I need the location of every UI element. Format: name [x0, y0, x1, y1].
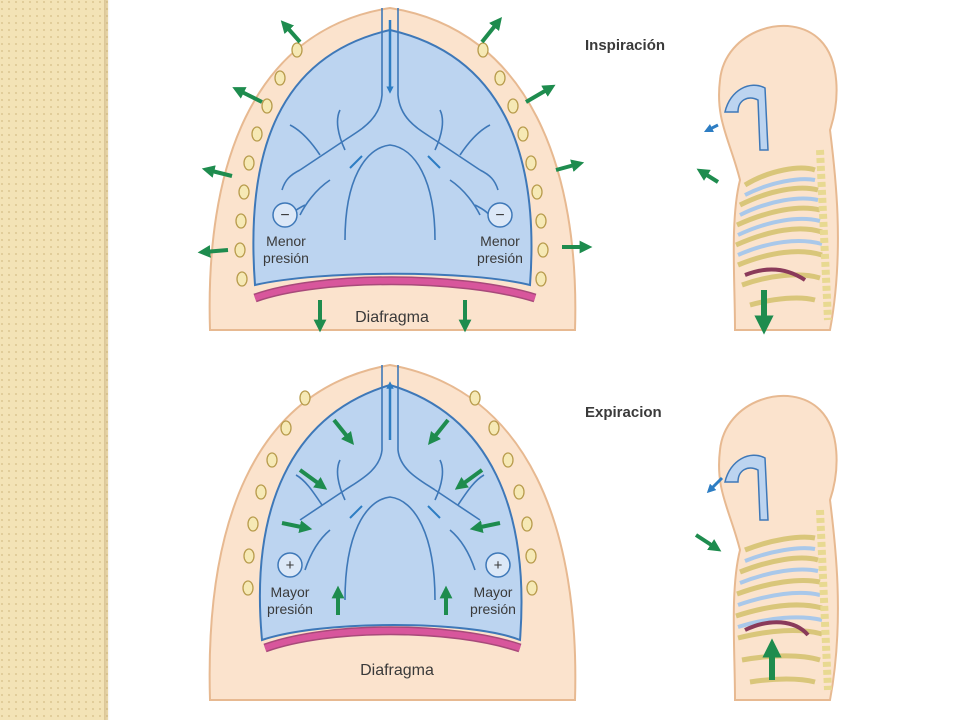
pressure-sign: + [286, 557, 295, 574]
alveolus-circle [277, 552, 303, 578]
blue-arrow [703, 123, 719, 133]
panel-title: Inspiración [585, 37, 665, 54]
body-profile [694, 394, 839, 701]
right-pressure-label: presión [470, 601, 516, 617]
rib-cross-sections [242, 390, 538, 596]
alveolus-circle [272, 202, 298, 228]
left-pressure-label: presión [267, 601, 313, 617]
green-arrow [694, 533, 722, 552]
inspiration-panel: − − Menor presión Menor presión Diafragm… [197, 6, 839, 335]
lung-cavity [252, 28, 533, 287]
left-pressure-label: presión [263, 250, 309, 266]
blue-arrow [706, 476, 724, 494]
left-pressure-label: Menor [266, 233, 306, 249]
green-arrow [696, 168, 720, 184]
expiration-panel: + + Mayor presión Mayor presión Diafragm… [208, 363, 839, 701]
bronchial-tree [295, 365, 485, 601]
lung-cavity [258, 383, 523, 642]
green-arrows [197, 17, 593, 333]
diaphragm-label: Diafragma [355, 309, 429, 326]
right-pressure-label: Menor [480, 233, 520, 249]
pressure-sign: + [494, 557, 503, 574]
rib-cross-sections [234, 42, 549, 287]
alveolus-circle [487, 202, 513, 228]
sidebar-edge [104, 0, 110, 720]
bronchial-tree [281, 8, 499, 241]
right-pressure-label: Mayor [474, 584, 513, 600]
decorative-sidebar [0, 0, 108, 720]
body-profile [696, 24, 839, 335]
alveolus-circle [485, 552, 511, 578]
green-arrows [281, 418, 501, 615]
left-pressure-label: Mayor [271, 584, 310, 600]
diaphragm-label: Diafragma [360, 662, 434, 679]
pressure-sign: − [495, 207, 504, 224]
right-pressure-label: presión [477, 250, 523, 266]
pressure-sign: − [280, 207, 289, 224]
panel-title: Expiracion [585, 404, 662, 421]
